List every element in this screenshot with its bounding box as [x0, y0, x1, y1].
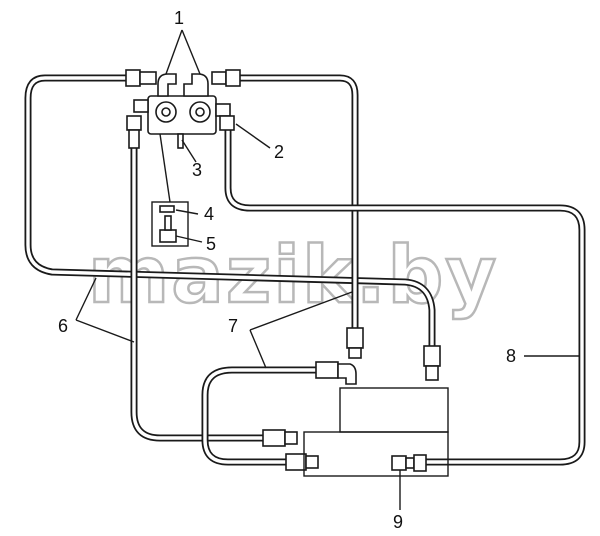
callout-1: 1 — [174, 8, 184, 28]
callout-7: 7 — [228, 316, 238, 336]
pipe-top-right-loop — [228, 74, 359, 334]
callout-4: 4 — [204, 204, 214, 224]
pipe-7 — [201, 366, 322, 466]
valve-block — [133, 73, 231, 149]
bottom-unit — [303, 387, 449, 477]
leader-lines — [75, 29, 580, 510]
callout-8: 8 — [506, 346, 516, 366]
callout-3: 3 — [192, 160, 202, 180]
bracket-bolt — [151, 133, 189, 247]
callout-2: 2 — [274, 142, 284, 162]
fittings — [125, 69, 441, 472]
callout-9: 9 — [393, 512, 403, 532]
callout-6: 6 — [58, 316, 68, 336]
callout-5: 5 — [206, 234, 216, 254]
pipes — [24, 74, 586, 466]
pipe-top-left-loop — [24, 74, 436, 359]
callouts: 1 2 3 4 5 6 7 8 9 — [58, 8, 516, 532]
pipe-8 — [224, 126, 586, 466]
pipe-6 — [130, 124, 269, 442]
